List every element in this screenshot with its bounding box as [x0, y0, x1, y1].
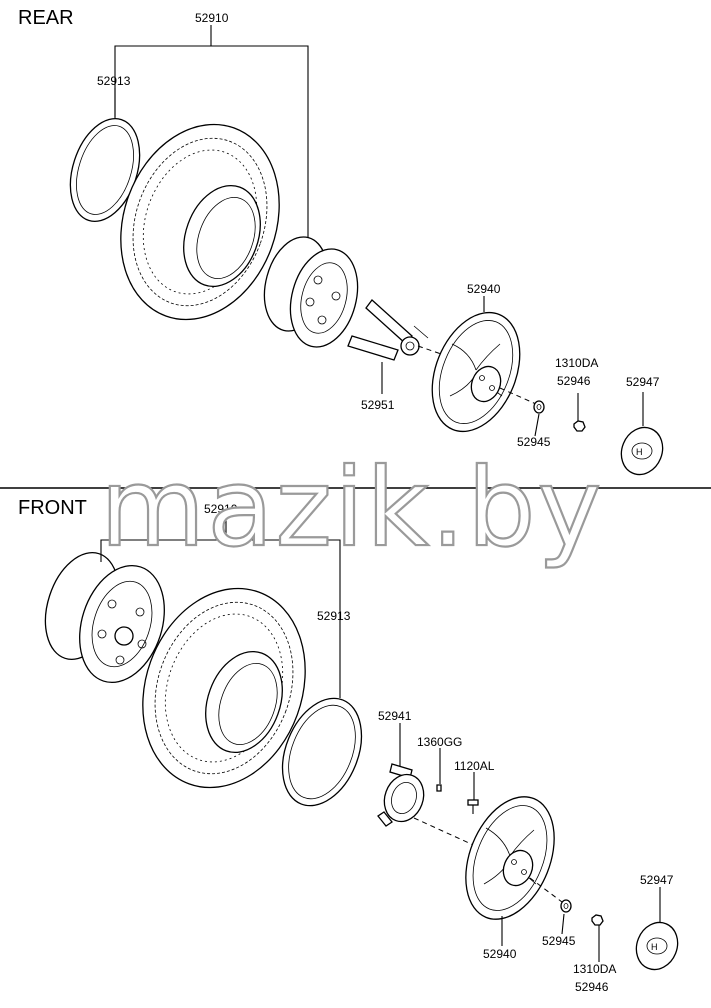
front-label-1120AL: 1120AL [454, 759, 495, 773]
rear-label-52947: 52947 [626, 375, 660, 389]
rear-assembly: H 52910 52913 52940 1310DA 52946 52947 5… [69, 11, 664, 476]
rear-label-1310DA: 1310DA [555, 356, 598, 370]
front-label-52940: 52940 [483, 947, 517, 961]
front-center-cap: H [635, 921, 679, 971]
rear-wheel-cover [431, 311, 521, 433]
rear-label-52946: 52946 [557, 374, 591, 388]
front-section-title: FRONT [18, 497, 87, 519]
rear-section-title: REAR [18, 7, 74, 29]
svg-text:H: H [651, 942, 658, 952]
front-tire [142, 587, 306, 789]
front-label-52913: 52913 [317, 609, 351, 623]
rear-washer [533, 400, 545, 414]
front-label-52941: 52941 [378, 709, 412, 723]
rear-center-cap: H [620, 426, 664, 476]
rear-wheel-rim [263, 236, 359, 348]
front-lug-nut [591, 914, 604, 926]
front-label-1360GG: 1360GG [417, 735, 462, 749]
rear-label-52945: 52945 [517, 435, 551, 449]
rear-label-52951: 52951 [361, 398, 395, 412]
watermark-text: mazik.by [100, 446, 603, 571]
front-label-52910: 52910 [204, 502, 238, 516]
front-assembly: H 52910 52913 52941 1360GG 1120AL 52947 … [44, 502, 679, 994]
front-label-52947: 52947 [640, 873, 674, 887]
rear-label-52913: 52913 [97, 74, 131, 88]
front-bracket [377, 763, 425, 827]
front-flap-ring [281, 697, 363, 807]
front-label-52945: 52945 [542, 934, 576, 948]
rear-label-52910: 52910 [195, 11, 229, 25]
rear-label-52940: 52940 [467, 282, 501, 296]
svg-text:H: H [636, 447, 643, 457]
front-wheel-rim [44, 551, 165, 684]
front-label-52946: 52946 [575, 980, 609, 994]
rear-tire [120, 123, 280, 321]
front-label-1310DA: 1310DA [573, 962, 616, 976]
front-wheel-cover [465, 796, 555, 920]
front-washer [560, 899, 572, 913]
rear-lug-nut [573, 420, 586, 432]
front-screw [467, 799, 479, 814]
rear-bracket [347, 299, 429, 361]
front-52910-leader [100, 539, 341, 698]
front-bolt [436, 784, 442, 792]
